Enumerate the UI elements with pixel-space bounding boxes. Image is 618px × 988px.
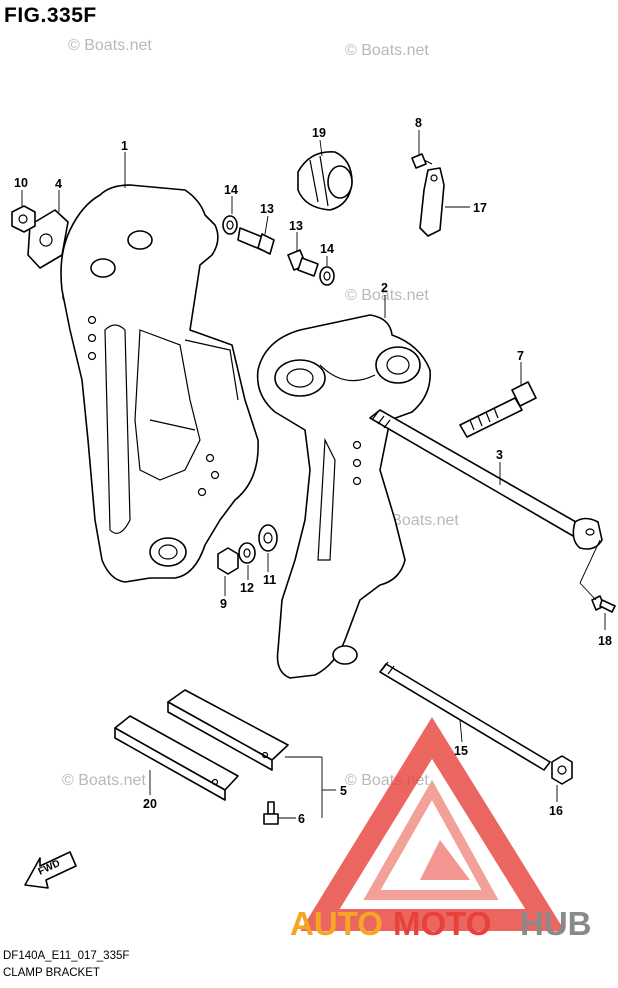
- part-4-gasket: [27, 209, 69, 269]
- callout-11: 11: [263, 573, 276, 587]
- part-20-plate: [114, 715, 239, 801]
- callout-19: 19: [312, 126, 326, 140]
- part-3-tilt-shaft: [369, 409, 603, 550]
- part-5-spacer-upper: [167, 689, 289, 771]
- part-19-cap: [297, 151, 353, 211]
- part-16-nut: [551, 755, 573, 785]
- brand-part-1: AUTO: [290, 905, 383, 942]
- callout-13-lower: 13: [289, 219, 303, 233]
- callout-1: 1: [121, 139, 128, 153]
- callout-6: 6: [298, 812, 305, 826]
- callout-2: 2: [381, 281, 388, 295]
- part-11-washer: [258, 524, 278, 552]
- callout-18: 18: [598, 634, 612, 648]
- leader-lines: [21, 130, 606, 819]
- callout-10: 10: [14, 176, 28, 190]
- part-17-clip: [419, 167, 445, 237]
- part-12-washer: [238, 542, 256, 564]
- callout-17: 17: [473, 201, 487, 215]
- part-10-nut: [11, 205, 36, 233]
- callout-15: 15: [454, 744, 468, 758]
- part-2-clamp-bracket-right: [256, 314, 431, 679]
- callout-14-upper: 14: [224, 183, 238, 197]
- figure-title: FIG.335F: [4, 4, 97, 27]
- watermark: © Boats.net: [62, 772, 146, 789]
- callout-20: 20: [143, 797, 157, 811]
- callout-9: 9: [220, 597, 227, 611]
- fwd-arrow-icon: FWD: [24, 851, 77, 889]
- callout-7: 7: [517, 349, 524, 363]
- part-7-bolt: [459, 381, 537, 438]
- part-13-bolt-lower: [287, 249, 319, 277]
- brand-part-2: MOTO: [393, 905, 491, 942]
- part-18-bolt: [591, 595, 616, 613]
- part-13-bolt-upper: [237, 227, 275, 255]
- part-14-washer-upper: [222, 215, 238, 235]
- part-14-washer-lower: [319, 266, 335, 286]
- callout-3: 3: [496, 448, 503, 462]
- part-9-nut: [217, 547, 239, 575]
- brand-wordmark: AUTO MOTO HUB: [290, 905, 592, 942]
- figure-code: DF140A_E11_017_335F: [3, 950, 130, 962]
- callout-4: 4: [55, 177, 62, 191]
- callout-5: 5: [340, 784, 347, 798]
- watermark: © Boats.net: [345, 287, 429, 304]
- brand-part-3: HUB: [520, 905, 592, 942]
- watermark: © Boats.net: [345, 42, 429, 59]
- part-8-screw: [411, 153, 433, 169]
- callout-14-lower: 14: [320, 242, 334, 256]
- part-6-bolt: [263, 801, 279, 825]
- figure-name: CLAMP BRACKET: [3, 967, 100, 979]
- brand-logo-mark: [300, 717, 565, 931]
- watermark: © Boats.net: [68, 37, 152, 54]
- callout-16: 16: [549, 804, 563, 818]
- callout-13-upper: 13: [260, 202, 274, 216]
- callout-12: 12: [240, 581, 254, 595]
- callout-8: 8: [415, 116, 422, 130]
- part-15-rod: [379, 661, 551, 771]
- part-1-clamp-bracket-left: [60, 184, 259, 583]
- callouts: 1 2 3 4 5 6 7 8 9 10 11 12 13 13 14 14 1…: [14, 116, 612, 826]
